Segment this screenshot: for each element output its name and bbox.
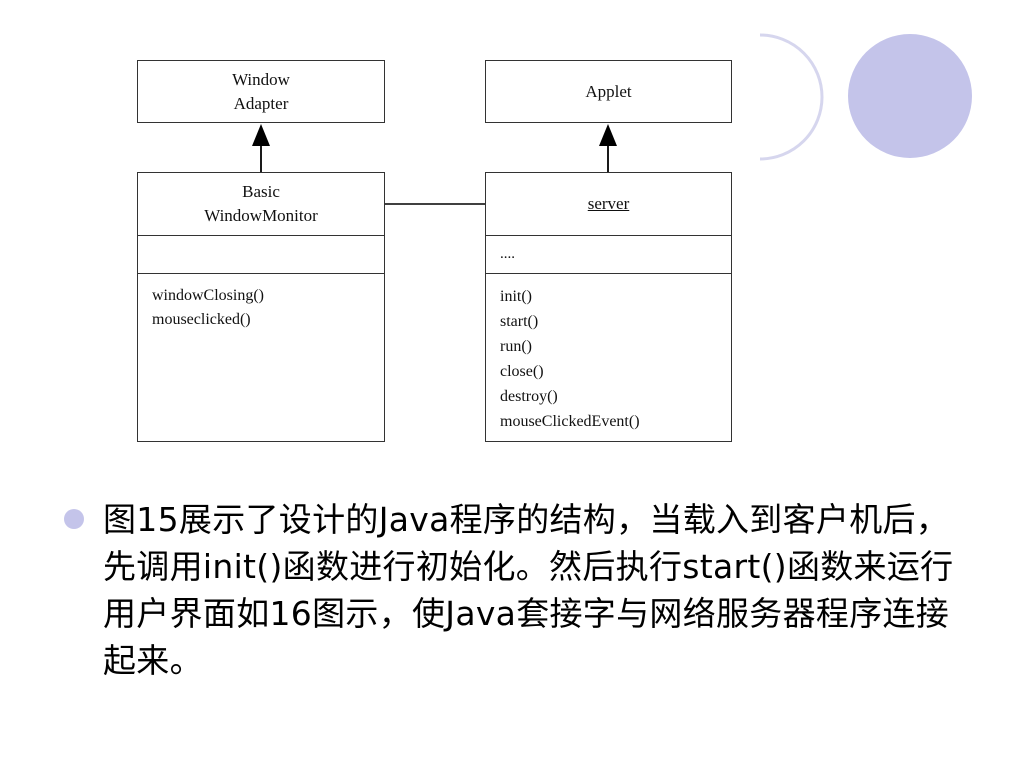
attributes-section: .... — [486, 235, 731, 273]
class-applet: Applet — [485, 60, 732, 123]
decorative-filled-circle — [848, 34, 972, 158]
decorative-ring — [759, 33, 824, 161]
class-title: Applet — [585, 81, 632, 101]
methods-section: init() start() run() close() destroy() m… — [486, 273, 731, 441]
method-item: start() — [500, 313, 539, 330]
method-item: run() — [500, 338, 532, 355]
arrowhead-windowadapter — [252, 124, 270, 146]
class-title: Window Adapter — [232, 69, 290, 113]
attribute-item: .... — [500, 246, 515, 262]
class-server: server .... init() start() run() close()… — [485, 172, 732, 442]
class-title: Basic WindowMonitor — [204, 182, 318, 225]
method-item: init() — [500, 288, 532, 305]
class-window-adapter: Window Adapter — [137, 60, 385, 123]
method-item: close() — [500, 363, 544, 380]
method-item: windowClosing() — [152, 287, 264, 304]
method-item: destroy() — [500, 388, 558, 405]
method-item: mouseclicked() — [152, 311, 251, 328]
class-title-text: server — [587, 194, 630, 213]
methods-section: windowClosing() mouseclicked() — [138, 273, 384, 441]
method-item: mouseClickedEvent() — [500, 413, 640, 430]
bullet-paragraph: 图15展示了设计的Java程序的结构，当载入到客户机后，先调用init()函数进… — [103, 500, 954, 680]
class-basic-window-monitor: Basic WindowMonitor windowClosing() mous… — [137, 172, 385, 442]
arrowhead-applet — [599, 124, 617, 146]
bullet-icon — [64, 509, 84, 529]
class-title: server — [486, 173, 731, 235]
attributes-section — [138, 235, 384, 273]
